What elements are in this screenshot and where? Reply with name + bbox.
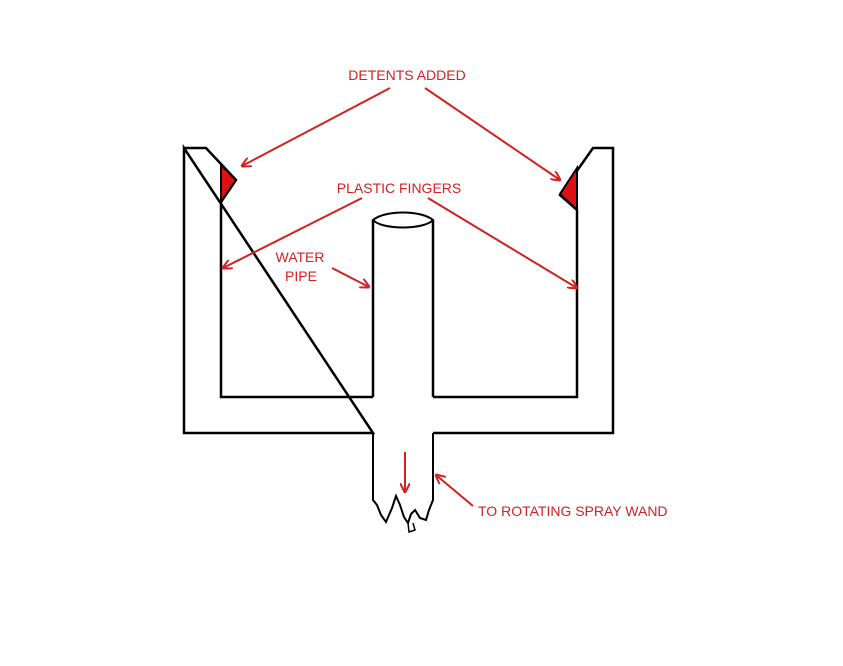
arrow-spray-wand <box>436 475 474 507</box>
label-plastic-fingers: PLASTIC FINGERS <box>337 180 461 196</box>
arrow-finger-right <box>427 197 577 288</box>
label-rotating-spray-wand: TO ROTATING SPRAY WAND <box>478 503 668 519</box>
detent-left <box>220 162 238 206</box>
detent-right <box>558 164 578 213</box>
arrow-finger-left <box>223 197 363 268</box>
arrow-water-pipe <box>331 267 369 287</box>
lower-pipe-stub <box>372 433 434 534</box>
arrow-detent-right <box>424 87 560 180</box>
label-pipe: PIPE <box>285 268 317 284</box>
arrow-detent-left <box>242 87 391 166</box>
label-water: WATER <box>276 249 325 265</box>
label-detents-added: DETENTS ADDED <box>348 67 465 83</box>
water-pipe <box>371 211 435 397</box>
